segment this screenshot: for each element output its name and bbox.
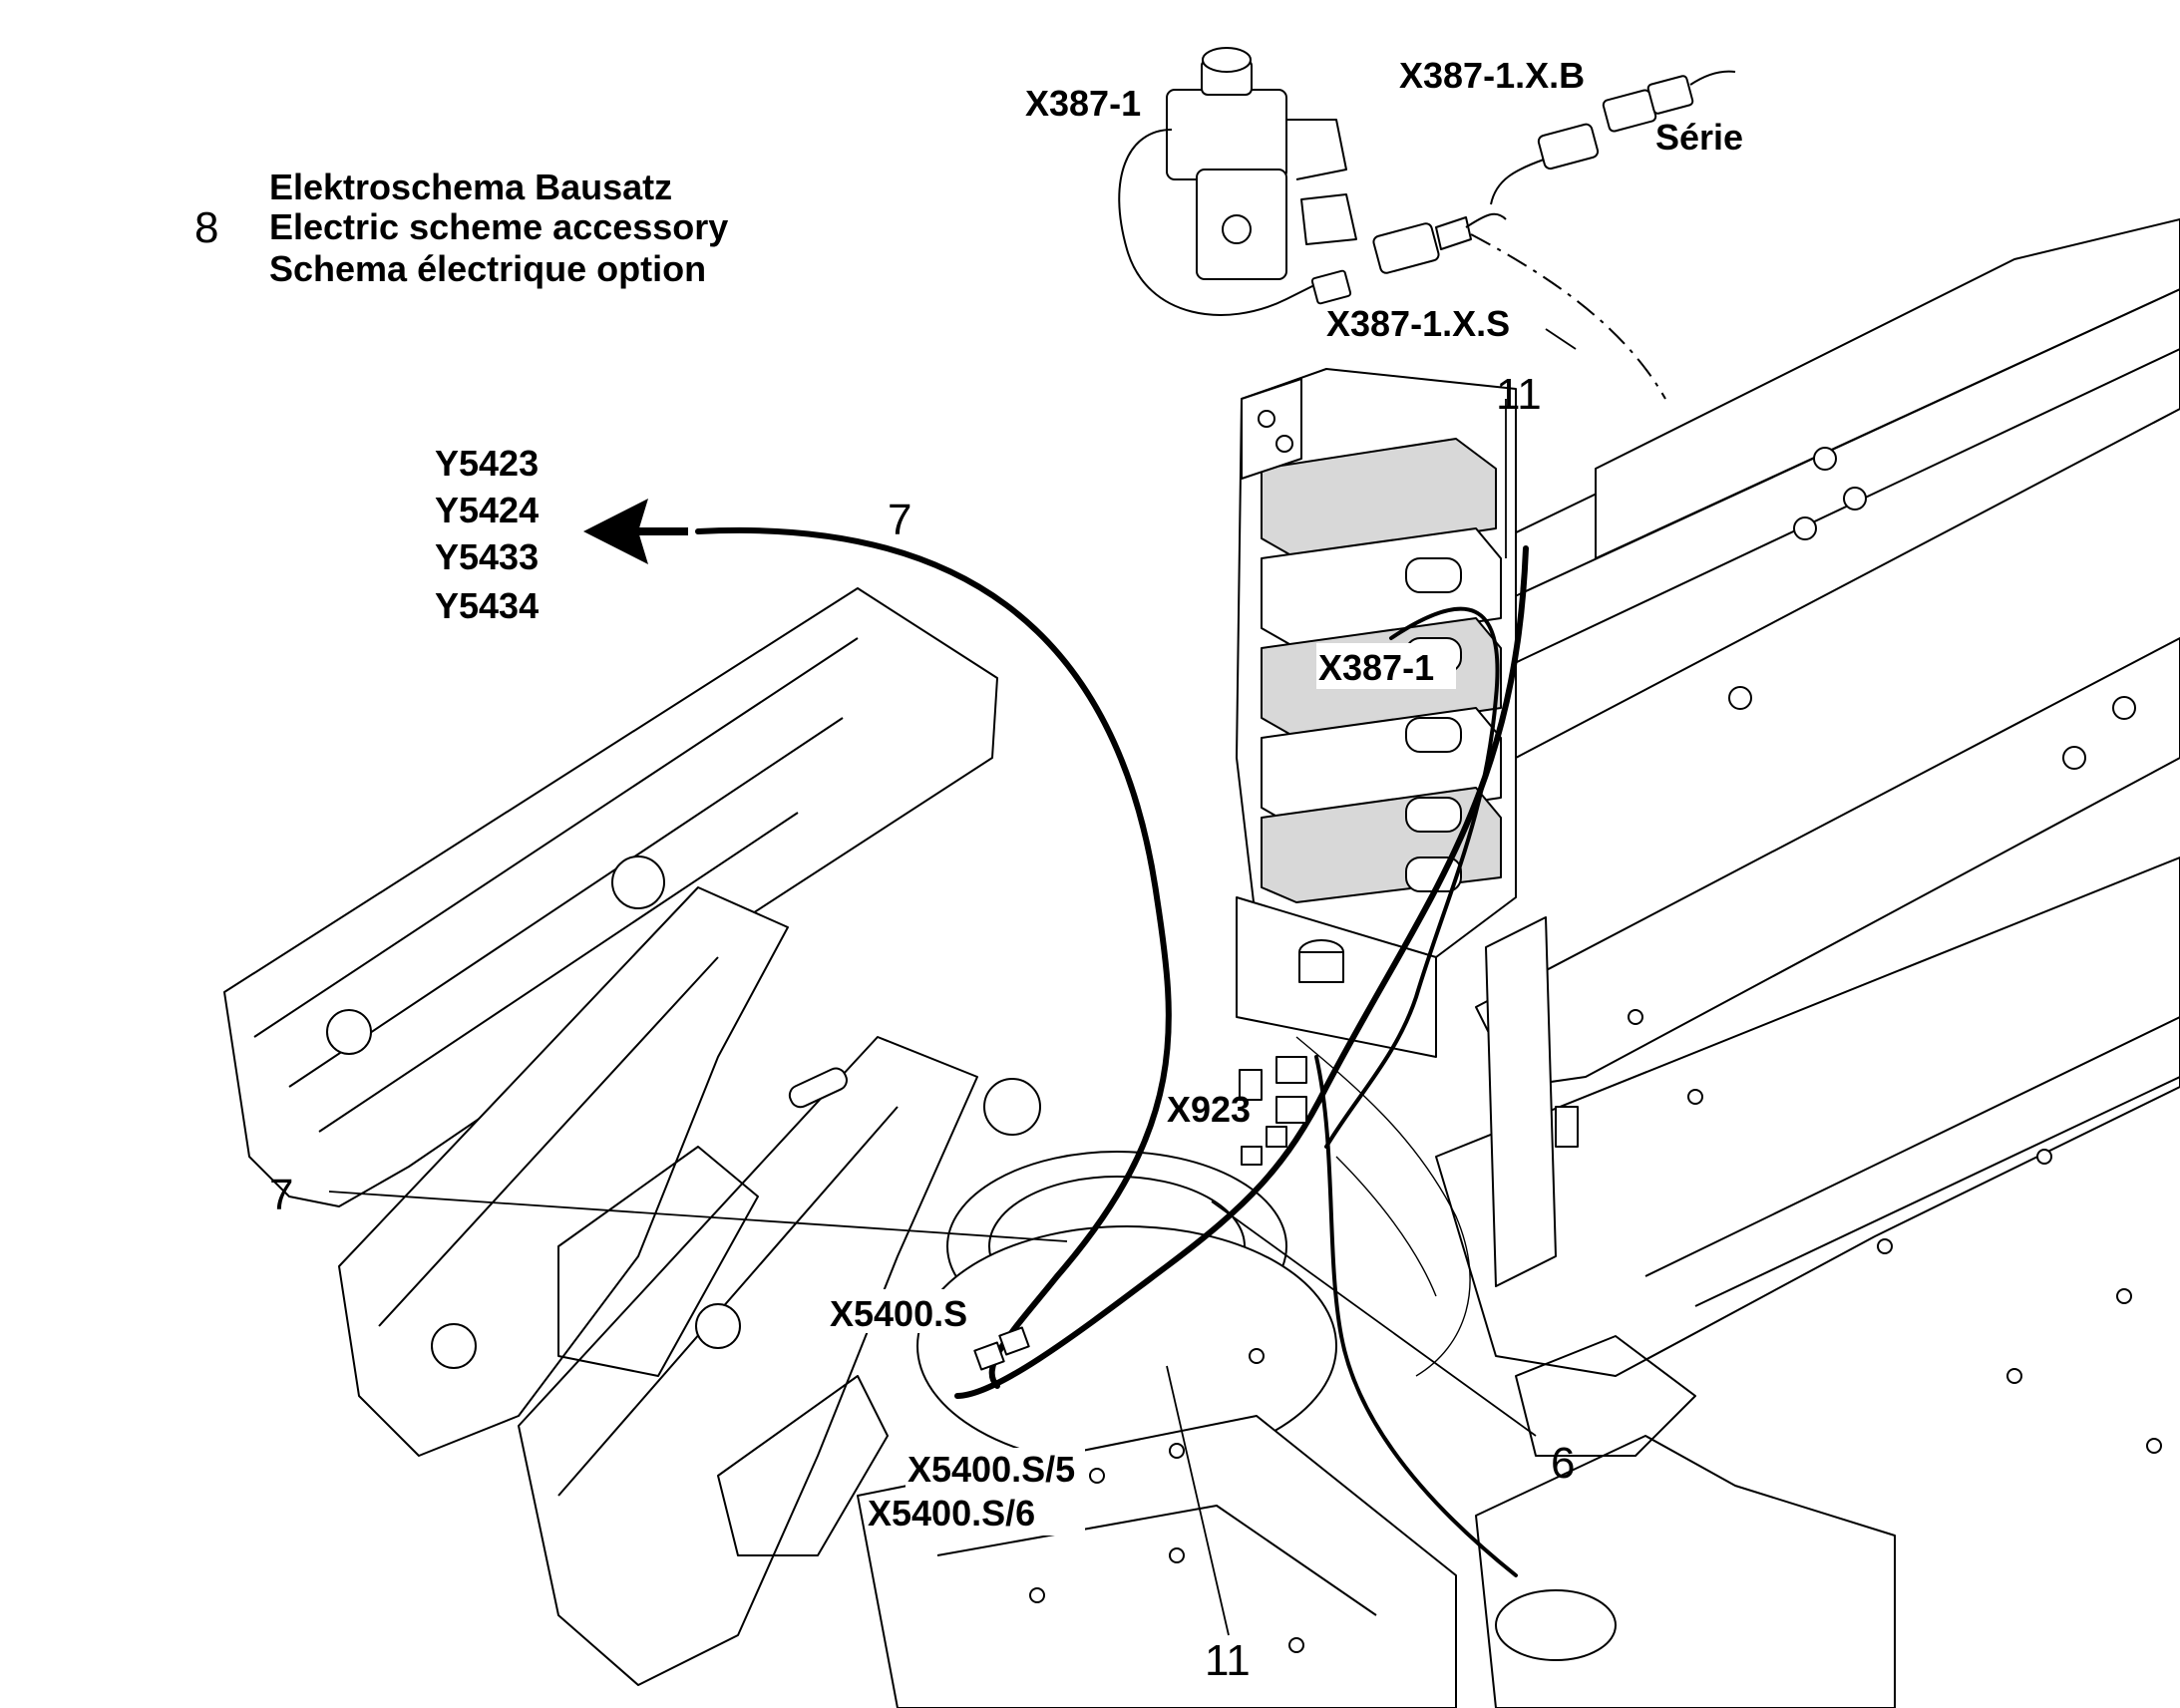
label-x5400-s6: X5400.S/6 — [868, 1493, 1035, 1534]
arrow-left-icon — [583, 499, 648, 564]
callout-7-left: 7 — [269, 1171, 293, 1219]
legend-line-fr: Schema électrique option — [269, 248, 706, 289]
connector-plug-icon — [1310, 70, 1736, 400]
label-x5400-s5: X5400.S/5 — [908, 1449, 1075, 1490]
valve-y5424: Y5424 — [435, 490, 539, 530]
label-x387-1-top: X387-1 — [1025, 83, 1141, 124]
label-x5400-s: X5400.S — [830, 1293, 967, 1334]
valve-y5434: Y5434 — [435, 585, 539, 626]
label-x387-1-xb: X387-1.X.B — [1399, 55, 1585, 96]
callout-11-top: 11 — [1496, 370, 1542, 419]
cable-harness — [583, 499, 1529, 1577]
legend-line-en: Electric scheme accessory — [269, 206, 728, 247]
valve-block-icon — [1236, 368, 1517, 1058]
legend-line-de: Elektroschema Bausatz — [269, 167, 672, 207]
legend-number: 8 — [194, 203, 218, 252]
valve-y5423: Y5423 — [435, 443, 539, 484]
callout-11-bottom: 11 — [1205, 1636, 1251, 1685]
label-x387-1-xs: X387-1.X.S — [1326, 303, 1510, 344]
callout-7-top: 7 — [888, 496, 911, 544]
leader-lines — [328, 399, 1537, 1636]
label-x923: X923 — [1167, 1089, 1251, 1130]
label-x387-1-valve: X387-1 — [1318, 647, 1434, 688]
callout-6: 6 — [1551, 1439, 1575, 1488]
label-serie: Série — [1655, 117, 1743, 158]
valve-y5433: Y5433 — [435, 536, 539, 577]
machine-frame — [223, 218, 2180, 1708]
labels: 8 Elektroschema Bausatz Electric scheme … — [194, 55, 1743, 1685]
solenoid-valve-icon — [1118, 47, 1357, 316]
